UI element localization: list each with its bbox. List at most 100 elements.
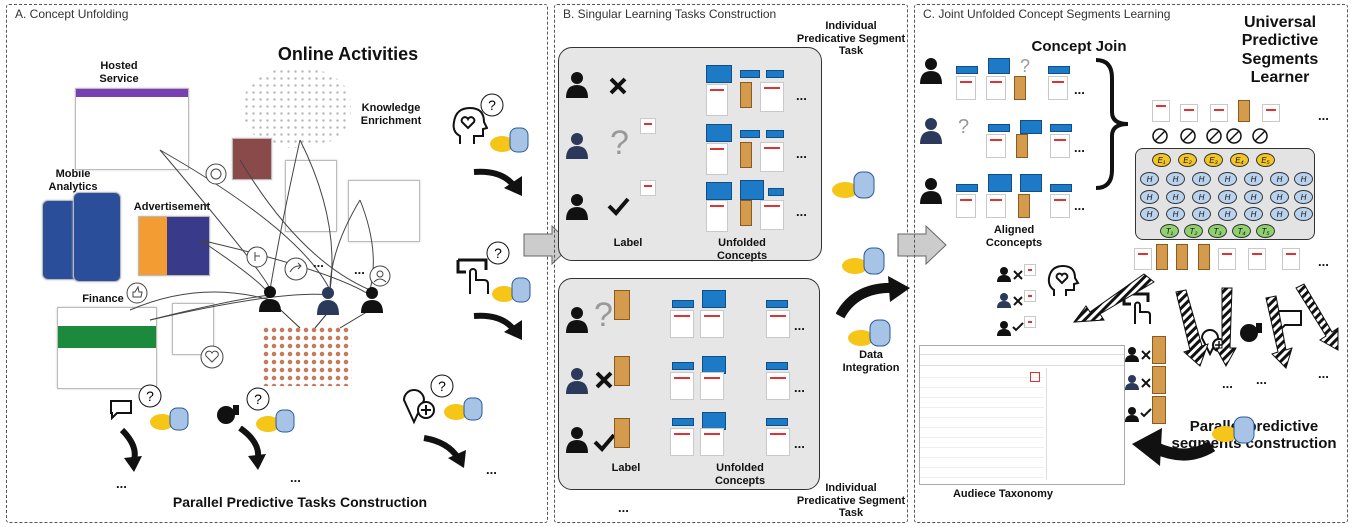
hidden-node: H	[1166, 207, 1185, 221]
chat-icon	[110, 400, 132, 420]
concept-thumbnail	[1210, 104, 1228, 122]
concept-thumbnail	[640, 180, 656, 196]
concept-thumbnail	[1156, 244, 1168, 270]
concept-thumbnail	[1262, 104, 1280, 122]
svg-text:?: ?	[254, 391, 262, 407]
striped-arrows	[1072, 273, 1339, 369]
embedding-node: E₅	[1256, 153, 1275, 167]
concept-thumbnail	[1218, 248, 1236, 270]
ellipsis: ...	[116, 476, 127, 491]
hidden-node: H	[1244, 207, 1263, 221]
question-icon: ?	[246, 387, 270, 411]
concept-thumbnail	[1176, 244, 1188, 270]
block-arrow-icon	[897, 224, 947, 266]
person-icon	[259, 286, 281, 312]
ellipsis: ...	[1318, 108, 1329, 123]
ellipsis: ...	[794, 436, 805, 451]
hidden-node: H	[1140, 207, 1159, 221]
hidden-node: H	[1294, 190, 1313, 204]
ellipsis: ...	[796, 204, 807, 219]
curved-arrow-icon	[238, 426, 266, 470]
hadoop-db-icon	[832, 171, 875, 199]
hidden-node: H	[1140, 190, 1159, 204]
panel-c-title: C. Joint Unfolded Concept Segments Learn…	[923, 7, 1171, 21]
svg-text:?: ?	[494, 245, 502, 261]
panel-joint-learning: C. Joint Unfolded Concept Segments Learn…	[914, 4, 1348, 523]
comment-circle-icon	[205, 163, 227, 185]
label-text: Label	[613, 237, 643, 249]
unfolded-concepts-label: Unfolded Concepts	[716, 237, 768, 262]
ellipsis: ...	[1074, 198, 1085, 213]
globe-icon	[1240, 323, 1262, 342]
touch-icon	[456, 258, 489, 294]
person-icon	[317, 287, 339, 315]
task-node: T₁	[1160, 224, 1179, 238]
hidden-node: H	[1192, 172, 1211, 186]
hidden-node: H	[1192, 190, 1211, 204]
ellipsis: ...	[354, 262, 365, 277]
hadoop-db-icon	[256, 409, 295, 433]
curved-arrow-icon	[423, 435, 466, 468]
hidden-node: H	[1244, 190, 1263, 204]
hosted-service-label: Hosted Service	[99, 60, 139, 85]
brace-shape	[1095, 58, 1129, 190]
concept-thumbnail	[1238, 100, 1250, 122]
audience-taxonomy-screenshot	[919, 345, 1125, 485]
ellipsis: ...	[1256, 372, 1267, 387]
online-activities-label: Online Activities	[277, 44, 419, 64]
universal-learner-label: Universal Predictive Segments Learner	[1241, 14, 1319, 87]
concept-thumbnail	[1152, 100, 1170, 122]
ellipsis: ...	[794, 380, 805, 395]
knowledge-page-screenshot	[348, 180, 420, 242]
hidden-node: H	[1270, 207, 1289, 221]
person-icon	[566, 427, 588, 453]
hadoop-db-icon	[842, 247, 885, 275]
svg-text:?: ?	[146, 388, 154, 404]
panel-concept-unfolding: A. Concept Unfolding	[6, 4, 548, 523]
question-icon: ?	[430, 374, 454, 398]
hidden-node: H	[1244, 172, 1263, 186]
check-icon	[593, 433, 616, 452]
heart-circle-icon	[200, 345, 224, 369]
hidden-node: H	[1218, 172, 1237, 186]
location-icon	[402, 389, 435, 425]
knowledge-graph-image	[243, 68, 351, 148]
ellipsis: ...	[794, 318, 805, 333]
unfolded-concepts-label: Unfolded Concepts	[714, 462, 766, 487]
hidden-node: H	[1270, 172, 1289, 186]
embedding-node: E₃	[1204, 153, 1223, 167]
question-mark: ?	[958, 116, 970, 138]
hidden-node: H	[1218, 190, 1237, 204]
hidden-node: H	[1166, 172, 1185, 186]
concept-thumbnail	[614, 290, 630, 320]
like-circle-icon	[126, 282, 148, 304]
advertisement-label: Advertisement	[133, 201, 211, 213]
concept-thumbnail	[1180, 104, 1198, 122]
concept-thumbnail	[1282, 248, 1300, 270]
label-text: Label	[611, 462, 641, 474]
ellipsis: ...	[313, 255, 324, 270]
crowd-of-people-image	[262, 326, 352, 386]
globe-icon	[217, 405, 239, 424]
concept-thumbnail	[640, 118, 656, 134]
question-mark: ?	[594, 296, 613, 334]
ellipsis: ...	[1074, 140, 1085, 155]
hosted-service-screenshot	[75, 88, 189, 170]
mobile-analytics-label: Mobile Analytics	[48, 168, 98, 193]
individual-task-top-label: Individual Predicative Segment Task	[796, 20, 906, 58]
individual-task-bottom-label: Individual Predicative Segment Task	[796, 482, 906, 520]
concept-join-label: Concept Join	[1031, 38, 1127, 55]
news-article-screenshot	[232, 138, 272, 180]
svg-text:?: ?	[488, 97, 496, 113]
share-circle-icon	[284, 257, 308, 281]
person-icon	[361, 287, 383, 313]
question-icon: ?	[480, 93, 504, 117]
person-icon	[566, 307, 588, 333]
person-icon	[920, 58, 942, 84]
question-mark: ?	[610, 124, 629, 162]
ellipsis: ...	[796, 146, 807, 161]
concept-thumbnail	[614, 418, 630, 448]
task-node: T₃	[1208, 224, 1227, 238]
hadoop-db-icon	[1212, 416, 1255, 444]
hadoop-db-icon	[848, 319, 891, 347]
